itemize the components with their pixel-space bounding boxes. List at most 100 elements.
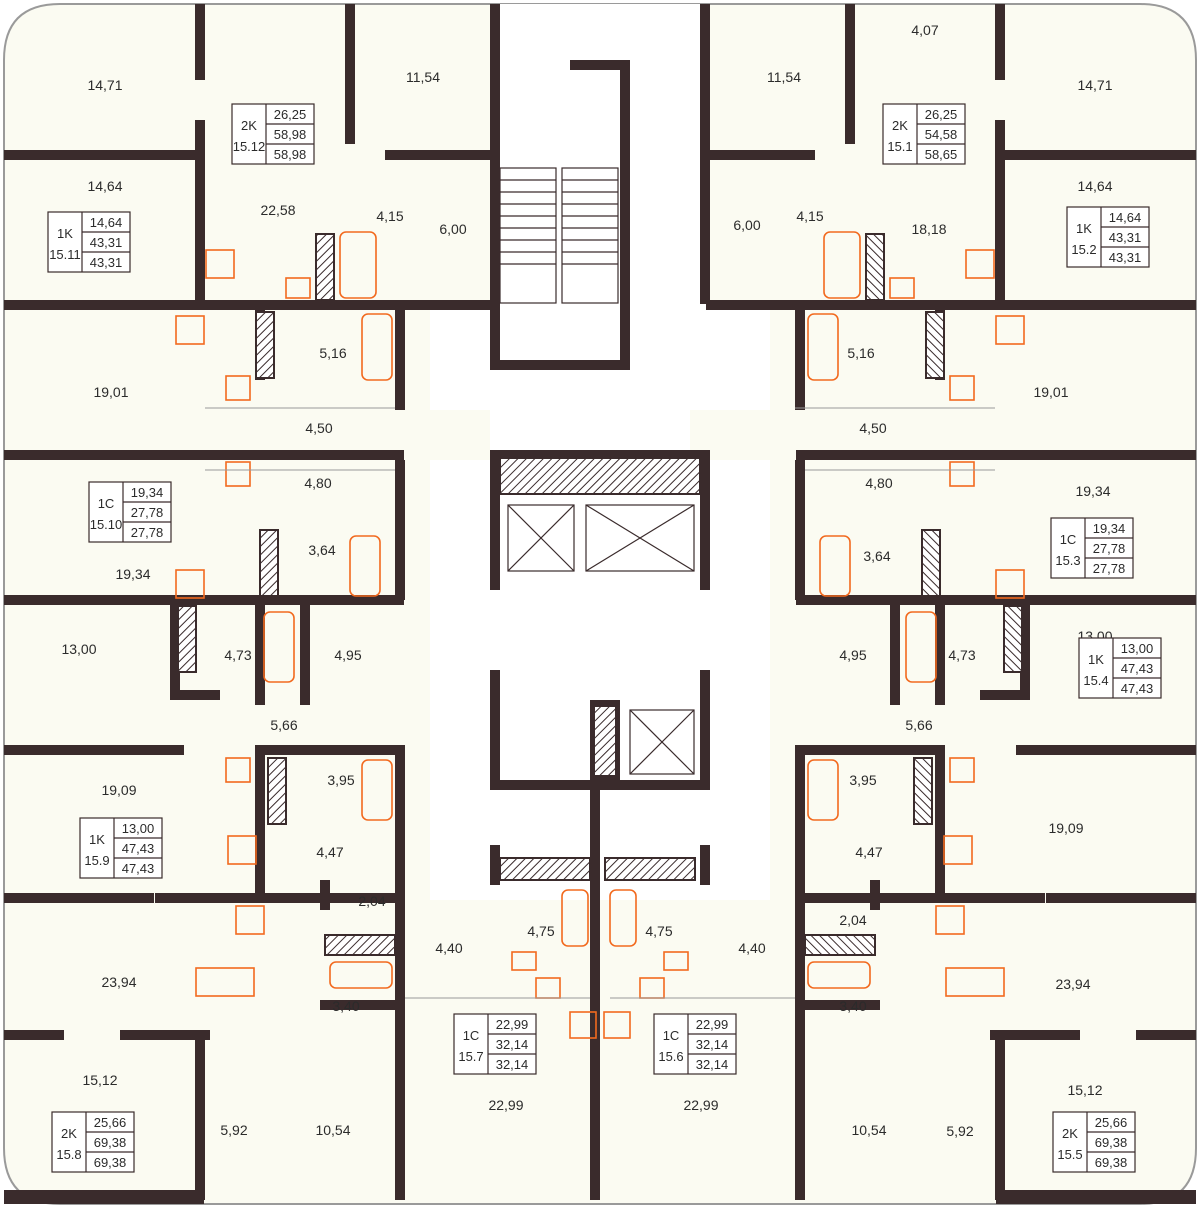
apartment-number: 15.1 bbox=[887, 139, 912, 154]
room-area-label: 4,07 bbox=[911, 22, 938, 38]
room-area-label: 15,12 bbox=[82, 1072, 117, 1088]
apartment-type: 2K bbox=[1062, 1126, 1078, 1141]
room-area-label: 14,71 bbox=[87, 77, 122, 93]
living-area: 19,34 bbox=[131, 485, 164, 500]
apartment-number: 15.11 bbox=[49, 247, 81, 262]
apartment-type: 1K bbox=[1076, 221, 1092, 236]
room-area-label: 10,54 bbox=[315, 1122, 350, 1138]
room-area-label: 4,80 bbox=[865, 475, 892, 491]
apartment-number: 15.12 bbox=[233, 139, 266, 154]
apartment-number: 15.4 bbox=[1083, 673, 1108, 688]
total-area-with-balcony: 58,98 bbox=[274, 147, 307, 162]
room-area-label: 4,75 bbox=[645, 923, 672, 939]
room-area-label: 14,64 bbox=[1077, 178, 1112, 194]
total-area: 69,38 bbox=[1095, 1135, 1128, 1150]
total-area: 43,31 bbox=[90, 235, 123, 250]
total-area: 58,98 bbox=[274, 127, 307, 142]
living-area: 19,34 bbox=[1093, 521, 1126, 536]
room-area-label: 19,01 bbox=[93, 384, 128, 400]
room-area-label: 2,04 bbox=[358, 893, 385, 909]
apartment-number: 15.10 bbox=[90, 517, 123, 532]
apartment-type: 2K bbox=[892, 118, 908, 133]
room-area-label: 2,04 bbox=[839, 912, 866, 928]
fixtures-right bbox=[804, 231, 1025, 997]
room-area-label: 4,95 bbox=[839, 647, 866, 663]
apartment-info-box: 2K 15.1 26,25 54,58 58,65 bbox=[882, 103, 966, 165]
room-area-label: 22,58 bbox=[260, 202, 295, 218]
apartment-number: 15.9 bbox=[84, 853, 109, 868]
room-area-label: 19,01 bbox=[1033, 384, 1068, 400]
room-area-label: 14,71 bbox=[1077, 77, 1112, 93]
total-area: 47,43 bbox=[122, 841, 155, 856]
room-area-label: 5,66 bbox=[905, 717, 932, 733]
living-area: 25,66 bbox=[94, 1115, 127, 1130]
room-area-label: 4,47 bbox=[855, 844, 882, 860]
total-area: 43,31 bbox=[1109, 230, 1142, 245]
living-area: 22,99 bbox=[496, 1017, 529, 1032]
room-area-label: 14,64 bbox=[87, 178, 122, 194]
total-area: 32,14 bbox=[696, 1037, 729, 1052]
room-area-label: 15,12 bbox=[1067, 1082, 1102, 1098]
total-area-with-balcony: 32,14 bbox=[696, 1057, 729, 1072]
room-area-label: 19,34 bbox=[1075, 483, 1110, 499]
living-area: 13,00 bbox=[1121, 641, 1154, 656]
room-area-label: 22,99 bbox=[488, 1097, 523, 1113]
apartment-number: 15.5 bbox=[1057, 1147, 1082, 1162]
living-area: 14,64 bbox=[90, 215, 123, 230]
apartment-type: 1С bbox=[463, 1028, 480, 1043]
room-area-label: 5,16 bbox=[319, 345, 346, 361]
total-area-with-balcony: 47,43 bbox=[1121, 681, 1154, 696]
room-area-label: 22,99 bbox=[683, 1097, 718, 1113]
room-area-label: 3,40 bbox=[332, 998, 359, 1014]
total-area: 54,58 bbox=[925, 127, 958, 142]
total-area-with-balcony: 58,65 bbox=[925, 147, 958, 162]
room-area-label: 4,40 bbox=[435, 940, 462, 956]
room-area-label: 3,40 bbox=[839, 998, 866, 1014]
room-area-label: 3,95 bbox=[849, 772, 876, 788]
room-area-label: 5,92 bbox=[946, 1123, 973, 1139]
room-area-label: 19,09 bbox=[101, 782, 136, 798]
living-area: 14,64 bbox=[1109, 210, 1142, 225]
core bbox=[490, 60, 710, 1200]
room-area-label: 4,50 bbox=[305, 420, 332, 436]
apartment-type: 1С bbox=[98, 496, 115, 511]
room-area-label: 6,00 bbox=[733, 217, 760, 233]
room-area-label: 13,00 bbox=[61, 641, 96, 657]
living-area: 22,99 bbox=[696, 1017, 729, 1032]
apartment-type: 2K bbox=[241, 118, 257, 133]
total-area: 69,38 bbox=[94, 1135, 127, 1150]
total-area: 27,78 bbox=[131, 505, 164, 520]
living-area: 13,00 bbox=[122, 821, 155, 836]
room-area-label: 18,18 bbox=[911, 221, 946, 237]
apartment-type: 1K bbox=[57, 226, 73, 241]
living-area: 26,25 bbox=[925, 107, 958, 122]
room-area-label: 19,09 bbox=[1048, 820, 1083, 836]
room-area-label: 6,00 bbox=[439, 221, 466, 237]
apartment-number: 15.6 bbox=[658, 1049, 683, 1064]
room-area-label: 5,16 bbox=[847, 345, 874, 361]
apartment-info-box: 1K 15.11 14,64 43,31 43,31 bbox=[47, 211, 131, 273]
room-area-label: 10,54 bbox=[851, 1122, 886, 1138]
room-area-label: 19,34 bbox=[115, 566, 150, 582]
total-area-with-balcony: 47,43 bbox=[122, 861, 155, 876]
room-area-label: 5,92 bbox=[220, 1122, 247, 1138]
room-area-label: 4,47 bbox=[316, 844, 343, 860]
total-area: 47,43 bbox=[1121, 661, 1154, 676]
total-area-with-balcony: 43,31 bbox=[90, 255, 123, 270]
room-area-label: 4,15 bbox=[376, 208, 403, 224]
apartment-type: 2K bbox=[61, 1126, 77, 1141]
apartment-boxes: 2K 15.12 26,25 58,98 58,98 1K 15.11 14,64 43,31 4… bbox=[47, 103, 1162, 1173]
room-area-label: 3,95 bbox=[327, 772, 354, 788]
total-area-with-balcony: 27,78 bbox=[1093, 561, 1126, 576]
room-area-label: 23,94 bbox=[1055, 976, 1090, 992]
room-area-label: 4,50 bbox=[859, 420, 886, 436]
room-area-label: 3,64 bbox=[308, 542, 335, 558]
total-area-with-balcony: 43,31 bbox=[1109, 250, 1142, 265]
living-area: 26,25 bbox=[274, 107, 307, 122]
room-area-label: 4,95 bbox=[334, 647, 361, 663]
